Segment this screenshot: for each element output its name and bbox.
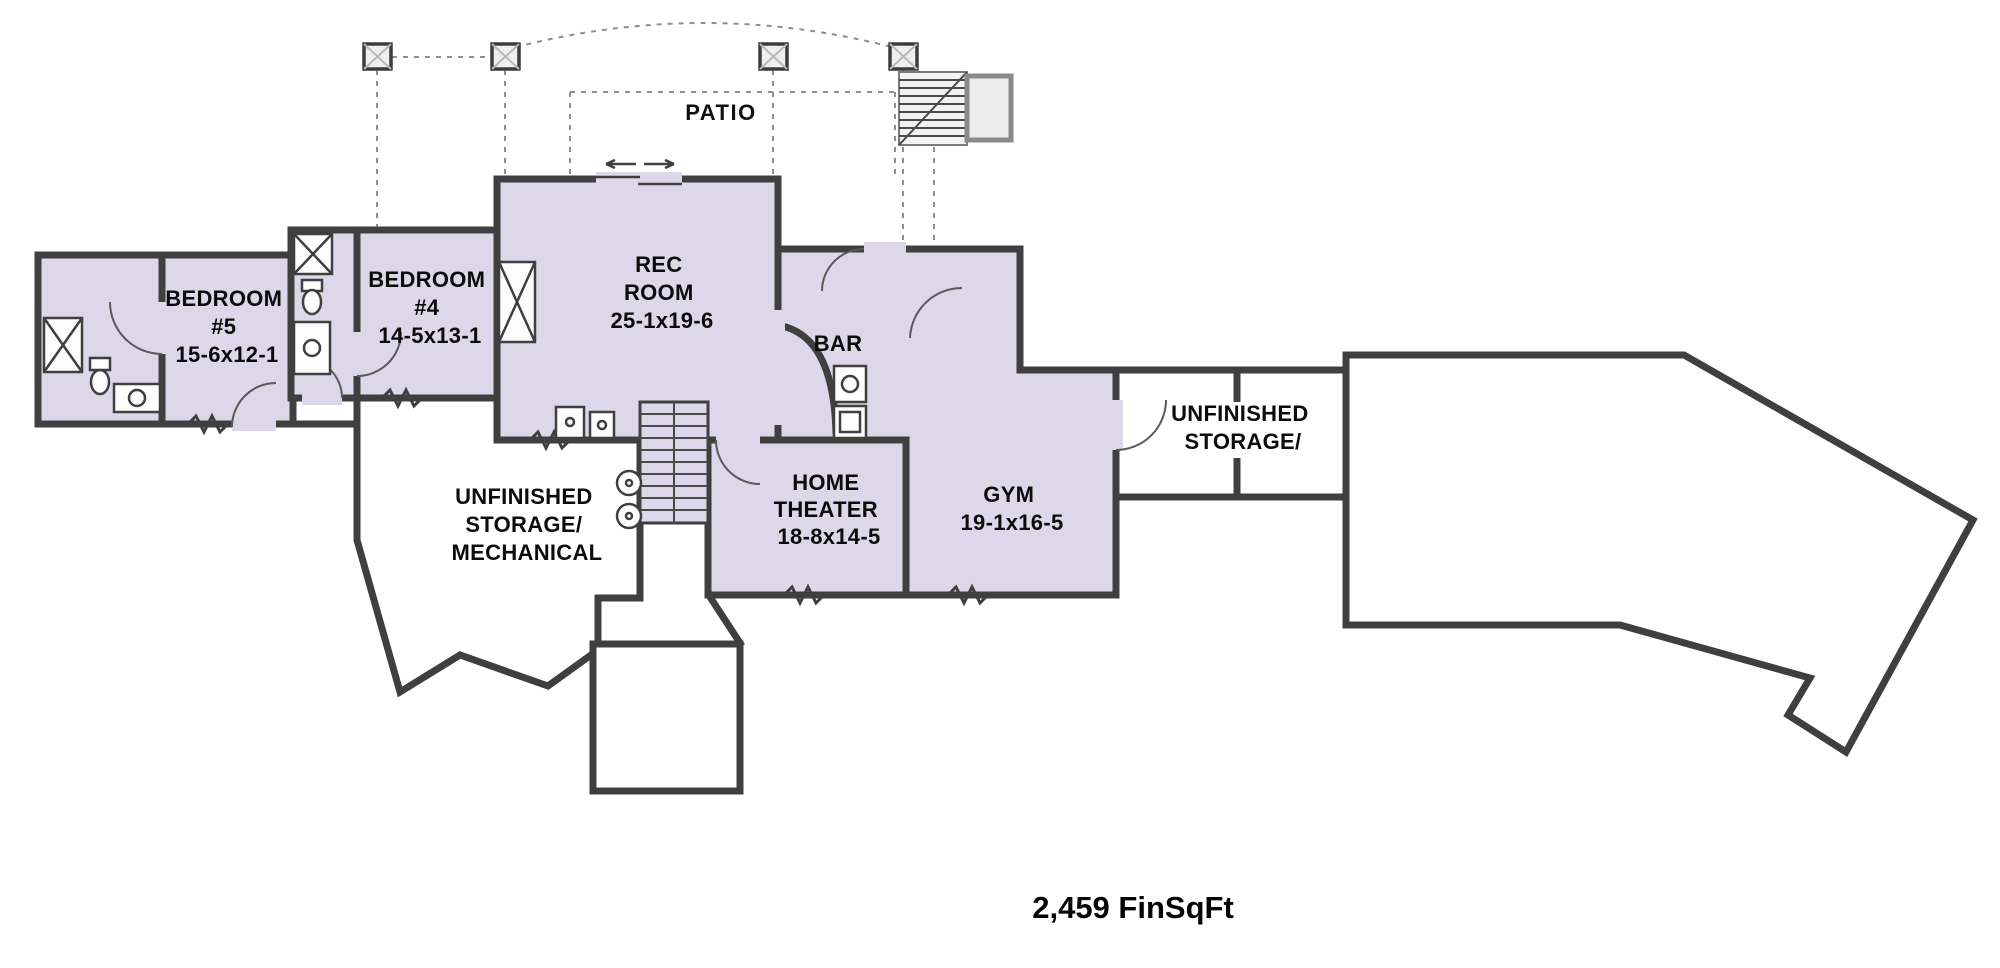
rec-room-label: REC ROOM 25-1x19-6 xyxy=(611,252,714,333)
bedroom4-label: BEDROOM #4 14-5x13-1 xyxy=(368,267,491,348)
closet-icon xyxy=(292,232,334,276)
bar-label: BAR xyxy=(814,331,863,356)
home-theater-label: HOME THEATER 18-8x14-5 xyxy=(774,470,885,549)
door-openings xyxy=(155,242,1123,450)
door-arcs xyxy=(109,248,1167,485)
room-bedroom5 xyxy=(158,251,297,428)
exterior-stairs-icon xyxy=(898,71,1014,146)
finished-rooms xyxy=(34,175,1120,599)
patio-outline xyxy=(569,91,896,177)
vanity-sink-icon xyxy=(292,320,332,376)
interior-stairs-icon xyxy=(638,322,840,525)
bar-sink-icon xyxy=(832,364,868,440)
connector-wall xyxy=(707,595,745,648)
toilet-icon xyxy=(300,278,324,316)
unfinished-areas xyxy=(353,351,1978,795)
storage-right-label: UNFINISHED STORAGE/ xyxy=(1171,401,1315,454)
room-unfinished-large-right xyxy=(1342,351,1978,757)
room-small-basement-room xyxy=(589,640,744,795)
water-heater-icon xyxy=(615,469,643,530)
furnace-icon xyxy=(554,405,616,440)
patio-columns xyxy=(362,42,919,71)
room-home-theater xyxy=(704,436,910,599)
bedroom5-label: BEDROOM #5 15-6x12-1 xyxy=(165,286,288,367)
finished-sqft-label: 2,459 FinSqFt xyxy=(1032,890,1234,925)
patio-guides xyxy=(376,22,935,248)
patio-label: PATIO xyxy=(685,100,756,125)
fixtures xyxy=(42,232,868,530)
storage-mechanical-label: UNFINISHED STORAGE/ MECHANICAL xyxy=(452,484,603,565)
media-closet-icon xyxy=(497,260,537,344)
sliding-door-icon xyxy=(596,158,682,186)
shower-icon xyxy=(42,316,84,374)
room-rec-room xyxy=(493,175,782,444)
room-labels: PATIO BEDROOM #5 15-6x12-1 BEDROOM #4 14… xyxy=(165,100,1315,925)
patio-arc-guide xyxy=(504,22,904,51)
storage-door-gap xyxy=(1232,402,1242,458)
gym-label: GYM 19-1x16-5 xyxy=(961,482,1064,535)
toilet-icon xyxy=(88,356,112,396)
vanity-sink-icon xyxy=(112,382,162,414)
wall-break-symbols xyxy=(186,386,990,607)
